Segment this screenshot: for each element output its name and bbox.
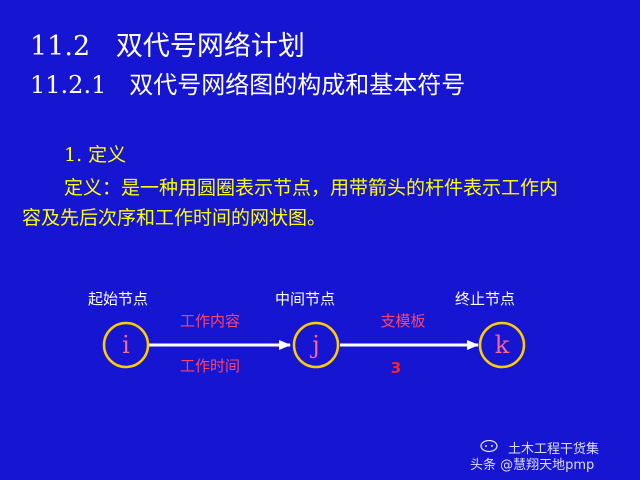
- chat-bubble-icon: [480, 440, 498, 453]
- edge-time-label-2: 3: [391, 359, 401, 377]
- edge-time-label-1: 工作时间: [180, 357, 240, 375]
- node-caption-middle: 中间节点: [275, 290, 335, 308]
- page-subtitle: 11.2.1 双代号网络图的构成和基本符号: [30, 71, 466, 99]
- watermark-line-1: 土木工程干货集: [508, 442, 600, 457]
- page-title: 11.2 双代号网络计划: [30, 31, 305, 62]
- section-heading: 1. 定义: [64, 144, 127, 166]
- node-letter-j: j: [309, 331, 319, 359]
- edge-work-label-2: 支模板: [380, 312, 425, 330]
- definition-line-1: 定义：是一种用圆圈表示节点，用带箭头的杆件表示工作内: [64, 177, 559, 199]
- node-circle-j: [292, 321, 340, 369]
- node-caption-start: 起始节点: [88, 290, 148, 308]
- edge-work-label-1: 工作内容: [180, 312, 240, 330]
- node-letter-k: k: [495, 331, 510, 359]
- definition-line-2: 容及先后次序和工作时间的网状图。: [22, 207, 327, 229]
- node-circle-k: [478, 321, 526, 369]
- watermark-line-2: 头条 @慧翔天地pmp: [470, 458, 595, 473]
- node-circle-i: [102, 321, 150, 369]
- node-caption-end: 终止节点: [455, 290, 515, 308]
- node-letter-i: i: [122, 331, 130, 359]
